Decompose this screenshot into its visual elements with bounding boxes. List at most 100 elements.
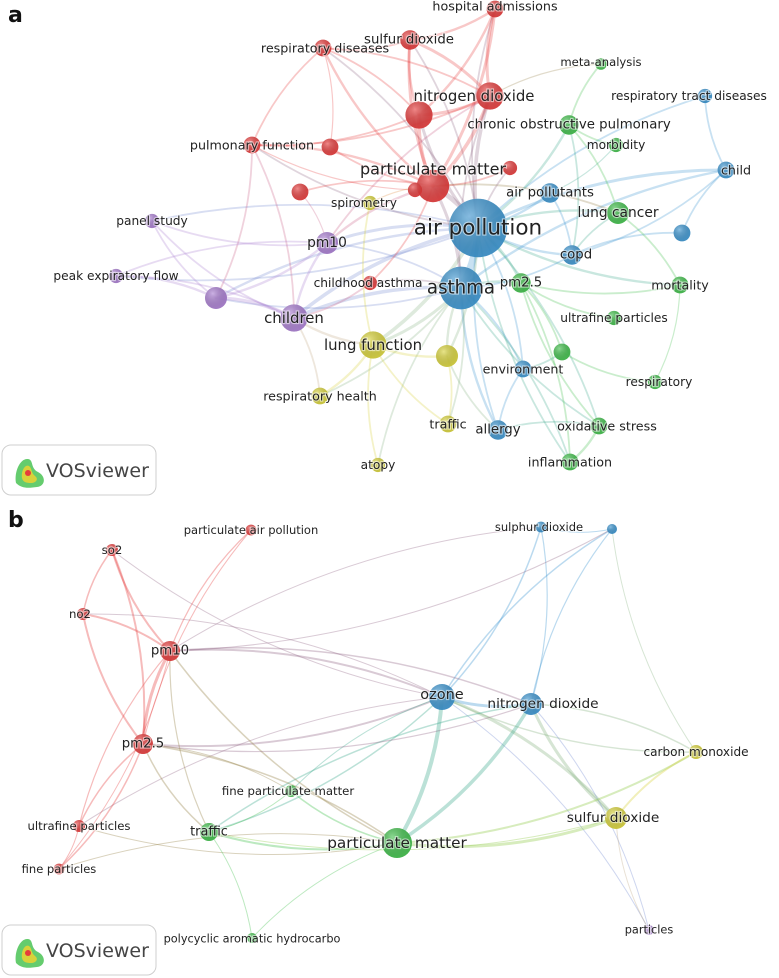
edge-a-u2-respiratory-diseases <box>322 47 334 148</box>
edge-particulate-matter-fine-particles <box>58 833 398 870</box>
node-shade-oxidative-stress <box>590 417 608 435</box>
edge-ozone-sulphur-dioxide <box>441 526 542 698</box>
node-shade-atopy <box>370 457 386 473</box>
node-shade-a-u3 <box>502 160 518 176</box>
node-shade-childhood-asthma <box>362 275 378 291</box>
label-allergy: allergy <box>475 423 520 438</box>
label-oxidative-stress: oxidative stress <box>557 419 657 434</box>
edge-children-peak-expiratory-flow <box>115 275 295 319</box>
edge-carbon-monoxide-b-u1 <box>611 528 697 753</box>
label-atopy: atopy <box>361 458 396 472</box>
edge-particulate-matter-sulfur-dioxide <box>395 816 618 849</box>
edge-pulmonary-function-a-u1 <box>251 114 420 147</box>
node-shade-pulmonary-function <box>243 136 261 154</box>
edge-sulfur-dioxide-traffic <box>208 817 617 851</box>
node-shade-mortality <box>671 276 689 294</box>
edge-particulate-matter-lung-cancer <box>432 183 619 214</box>
edge-sulfur-dioxide-particles <box>615 817 650 931</box>
node-shade-sulphur-dioxide <box>535 521 547 533</box>
node-shade-traffic <box>439 415 457 433</box>
edge-particulate-matter-pm10 <box>169 650 398 844</box>
edge-air-pollution-child <box>476 168 728 230</box>
edge-nitrogen-dioxide-sulphur-dioxide <box>530 526 548 705</box>
node-shade-particulate-matter <box>382 828 412 858</box>
edge-nitrogen-dioxide-pm10 <box>326 95 491 244</box>
edge-pm10-traffic <box>169 650 210 833</box>
node-shade-ultrafine-particles <box>73 820 85 832</box>
edge-copd-chronic-obstructive-pulmonary <box>568 124 580 256</box>
edge-asthma-child <box>459 168 728 290</box>
edge-pm2-5-ultrafine-particles <box>520 282 615 319</box>
node-shade-fine-particles <box>53 863 65 875</box>
edge-pm10-particulate-air-pollution <box>169 529 252 652</box>
label-particulate-matter: particulate matter <box>360 160 506 179</box>
edge-pm2-5-traffic <box>142 743 210 833</box>
label-particles: particles <box>625 924 674 937</box>
node-shade-traffic <box>200 823 218 841</box>
label-lung-cancer: lung cancer <box>578 205 659 221</box>
edge-pulmonary-function-children <box>251 144 295 319</box>
edge-nitrogen-dioxide-b-u1 <box>530 528 613 705</box>
node-shade-asthma <box>439 266 483 310</box>
edge-traffic-fine-particulate-matter <box>208 790 292 833</box>
node-shade-children <box>280 304 308 332</box>
edge-ozone-sulfur-dioxide <box>440 695 618 820</box>
edge-pm2-5-oxidative-stress <box>520 282 600 427</box>
edge-air-pollution-inflammation <box>477 227 571 463</box>
label-ozone: ozone <box>420 687 464 703</box>
edge-child-respiratory-tract-diseases <box>704 95 727 171</box>
edge-lung-function-atopy <box>367 344 379 466</box>
node-shade-environment <box>514 360 532 378</box>
label-particulate-matter: particulate matter <box>327 834 467 852</box>
node-shade-inflammation <box>561 453 579 471</box>
node-shade-polycyclic-aromatic-hydrocarbo <box>247 933 257 943</box>
edge-pm10-peak-expiratory-flow <box>115 240 328 277</box>
node-shade-no2 <box>77 608 89 620</box>
edge-ozone-carbon-monoxide <box>441 696 697 753</box>
edge-chronic-obstructive-pulmonary-meta-analysis <box>568 63 602 126</box>
edge-ozone-so2 <box>111 549 443 698</box>
node-shade-particulate-matter <box>416 169 450 203</box>
vosviewer-logo-icon <box>15 938 44 968</box>
label-pm10: pm10 <box>151 644 189 659</box>
node-shade-copd <box>562 245 582 265</box>
node-shade-ozone <box>429 684 455 710</box>
edge-pm10-nitrogen-dioxide <box>169 646 532 705</box>
label-panel-study: panel study <box>116 214 188 228</box>
edge-pm2-5-mortality <box>520 282 681 295</box>
label-respiratory-tract-diseases: respiratory tract diseases <box>611 89 767 103</box>
node-shade-ultrafine-particles <box>606 310 622 326</box>
edge-a-u8-respiratory <box>561 351 656 383</box>
label-nitrogen-dioxide: nitrogen dioxide <box>414 87 535 105</box>
node-shade-hospital-admissions <box>486 0 504 18</box>
label-asthma: asthma <box>427 278 495 299</box>
label-inflammation: inflammation <box>528 455 612 470</box>
label-pm2-5: pm2.5 <box>500 276 543 291</box>
label-no2: no2 <box>69 607 91 621</box>
edge-asthma-atopy <box>377 287 462 466</box>
node-shade-nitrogen-dioxide <box>520 693 542 715</box>
edge-nitrogen-dioxide-traffic <box>208 703 532 833</box>
label-air-pollutants: air pollutants <box>506 186 594 201</box>
label-sulphur-dioxide: sulphur dioxide <box>495 520 583 534</box>
label-respiratory: respiratory <box>626 375 693 389</box>
node-shade-respiratory-diseases <box>314 39 332 57</box>
node-shade-a-u1 <box>405 101 433 129</box>
label-hospital-admissions: hospital admissions <box>432 0 557 14</box>
edge-pm2-5-nitrogen-dioxide <box>142 703 532 753</box>
panel-a-letter: a <box>8 3 23 28</box>
vosviewer-logo-icon <box>15 458 44 488</box>
label-mortality: mortality <box>651 278 709 293</box>
node-shade-a-u2 <box>321 138 339 156</box>
node-shade-pm2-5 <box>511 273 531 293</box>
edge-particulate-matter-hospital-admissions <box>431 7 497 188</box>
node-shade-sulfur-dioxide <box>400 30 420 50</box>
edge-pm2-5-ultrafine-particles <box>78 743 144 827</box>
edge-asthma-nitrogen-dioxide <box>458 95 491 289</box>
label-chronic-obstructive-pulmonary: chronic obstructive pulmonary <box>467 118 671 133</box>
node-shade-spirometry <box>362 195 378 211</box>
node-shade-a-u4 <box>407 182 423 198</box>
node-shade-a-u5 <box>291 183 309 201</box>
vosviewer-logo-text: VOSviewer <box>46 940 149 962</box>
